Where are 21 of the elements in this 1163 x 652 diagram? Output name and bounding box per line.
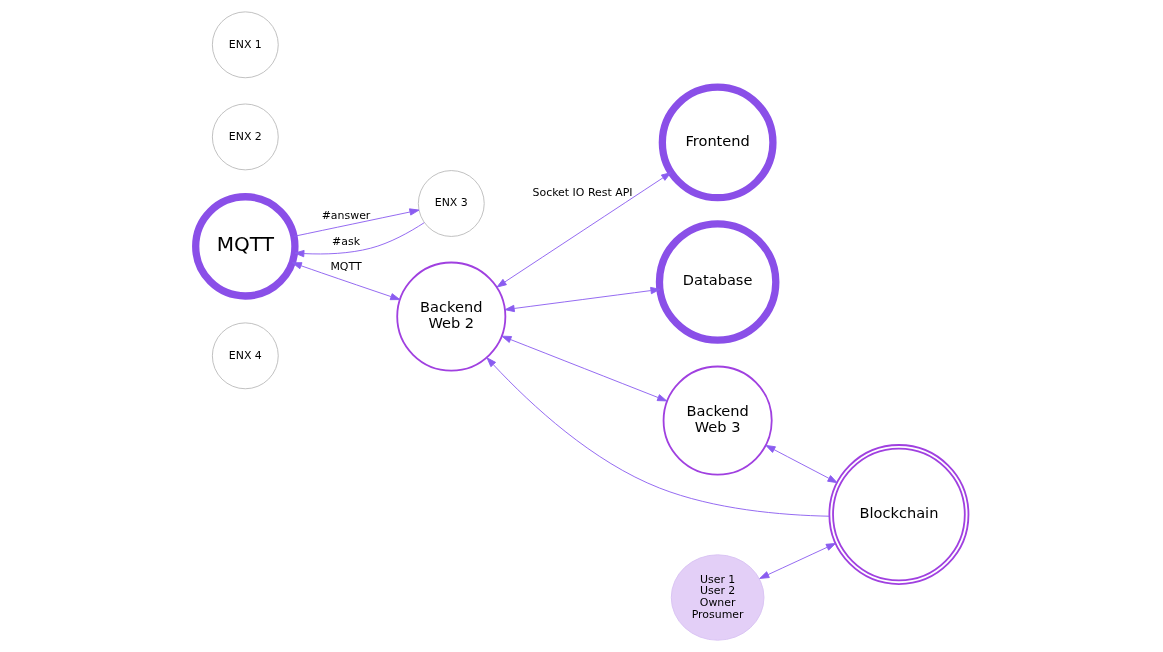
node-circle: Backend Web 3 [662, 365, 773, 476]
node-circle: ENX 1 [211, 11, 279, 79]
edge-label: Socket IO Rest API [532, 185, 633, 199]
arrow [293, 208, 419, 237]
arrow [758, 542, 836, 579]
node-circle: ENX 4 [211, 322, 279, 390]
arrow [501, 335, 667, 402]
node-circle: Database [655, 220, 779, 344]
node-circle: User 1 User 2 Owner Prosumer [670, 554, 764, 641]
arrow [764, 444, 838, 484]
node-circle: ENX 3 [417, 170, 485, 237]
node-circle: ENX 2 [211, 103, 279, 171]
arrow [293, 222, 425, 258]
node-circle: MQTT [191, 193, 299, 300]
arrow [496, 172, 671, 288]
edge-label: #ask [331, 235, 360, 249]
edge-label: MQTT [329, 259, 362, 273]
arrow [291, 262, 400, 301]
arrow [504, 286, 660, 313]
arrow [486, 357, 830, 517]
edge-label: #answer [321, 208, 370, 222]
